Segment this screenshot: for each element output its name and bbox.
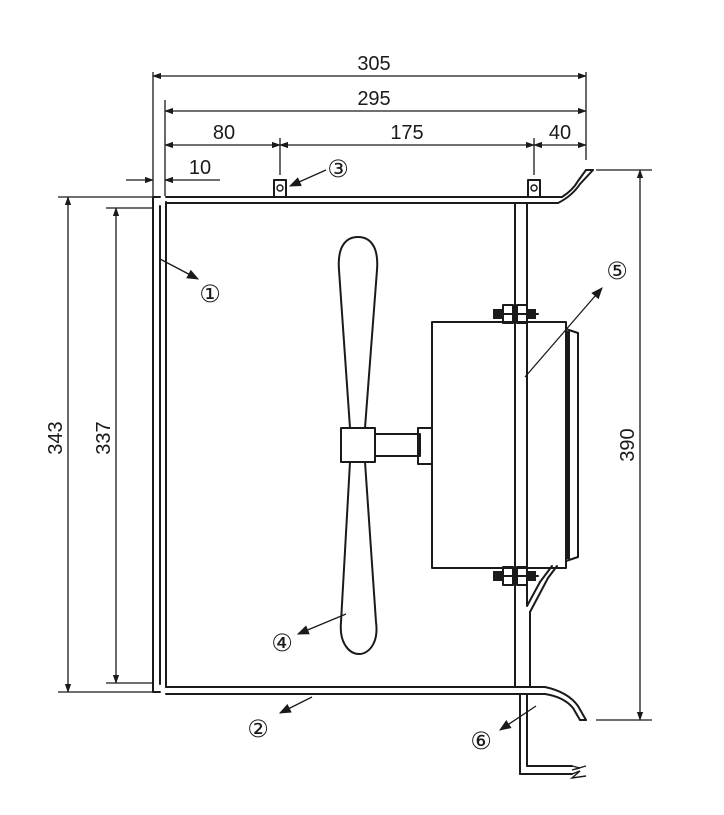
dim-total-width: 305	[357, 53, 390, 75]
mount-lug-left	[273, 179, 287, 198]
dim-left-offset: 80	[213, 122, 235, 144]
dim-outer-height: 343	[45, 421, 67, 454]
fan-blades	[337, 236, 379, 655]
callout-5: ⑤	[606, 257, 628, 285]
shaft-coupling	[417, 427, 433, 465]
callout-labels: ① ② ③ ④ ⑤ ⑥	[199, 155, 628, 755]
mount-lug-right	[527, 179, 541, 198]
callout-1: ①	[199, 280, 221, 308]
dim-mount-spacing: 175	[390, 122, 423, 144]
shaft	[374, 433, 421, 457]
callout-4: ④	[271, 629, 293, 657]
housing	[152, 169, 594, 721]
dim-right-offset: 40	[549, 122, 571, 144]
dim-inner-height: 337	[93, 421, 115, 454]
callout-leaders	[159, 169, 603, 731]
motor-bracket	[493, 202, 558, 695]
fan-blade-lower	[339, 461, 378, 655]
dim-inner-width: 295	[357, 88, 390, 110]
motor	[431, 321, 579, 569]
shaft-assembly	[340, 427, 433, 465]
callout-3: ③	[327, 155, 349, 183]
hub	[340, 427, 376, 463]
motor-body	[431, 321, 567, 569]
power-cable	[519, 693, 587, 780]
dimension-lines	[58, 72, 652, 721]
dimension-labels: 305 295 80 175 40 10 343 337 390	[45, 53, 639, 462]
callout-2: ②	[247, 715, 269, 743]
callout-6: ⑥	[470, 727, 492, 755]
dim-total-height: 390	[617, 428, 639, 461]
dim-flange: 10	[189, 157, 211, 179]
fan-blade-upper	[337, 236, 379, 429]
